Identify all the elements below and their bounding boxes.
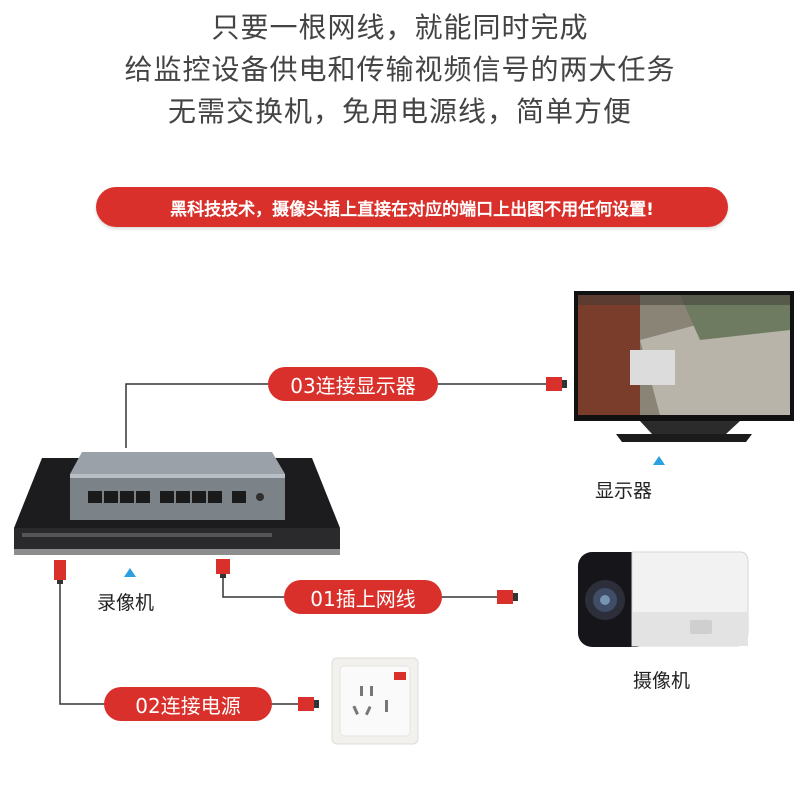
headline-line-1: 只要一根网线，就能同时完成	[211, 11, 589, 44]
plug-camera	[497, 590, 518, 604]
step-badge-03: 03连接显示器	[268, 367, 438, 401]
monitor-device	[574, 291, 794, 442]
plug-monitor	[546, 377, 567, 391]
plug-recorder-left	[54, 560, 66, 584]
recorder-pointer-icon	[124, 568, 136, 577]
monitor-label: 显示器	[595, 480, 653, 502]
feature-banner: 黑科技技术，摄像头插上直接在对应的端口上出图不用任何设置!	[96, 187, 728, 227]
power-socket	[331, 657, 419, 745]
camera-label: 摄像机	[633, 670, 691, 692]
monitor-pointer-icon	[653, 456, 665, 465]
plug-recorder-port	[216, 559, 230, 578]
step-badge-01: 01插上网线	[284, 580, 442, 614]
ethernet-ports	[88, 491, 246, 503]
camera-device	[578, 551, 749, 647]
recorder-label: 录像机	[97, 592, 155, 614]
headline-line-2: 给监控设备供电和传输视频信号的两大任务	[124, 53, 676, 86]
recorder-device	[14, 452, 340, 555]
headline-line-3: 无需交换机，免用电源线，简单方便	[167, 95, 632, 128]
step-badge-02: 02连接电源	[104, 687, 272, 721]
plug-power	[298, 697, 319, 711]
